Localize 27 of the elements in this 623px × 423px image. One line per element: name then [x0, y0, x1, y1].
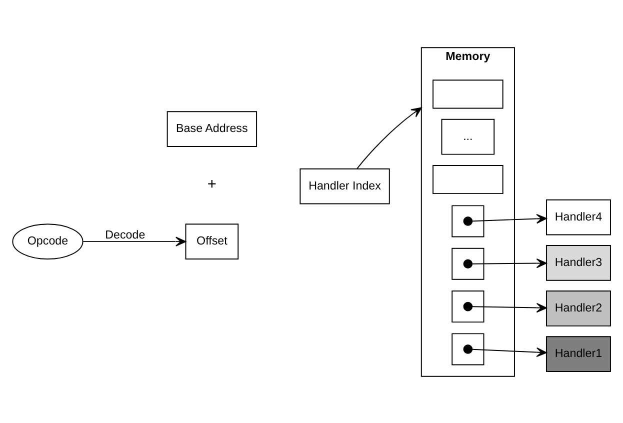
node-box: ...: [441, 118, 495, 154]
cluster: [452, 204, 484, 237]
arrow: [82, 236, 186, 246]
node-circle: [463, 258, 473, 268]
cluster: [452, 290, 484, 322]
arrow: [356, 106, 422, 169]
cluster: [452, 332, 484, 365]
node-box: Handler Index: [300, 168, 390, 204]
node-box: Handler2: [546, 290, 611, 326]
label: +: [207, 176, 216, 193]
node-box: Handler4: [546, 198, 611, 235]
node-circle: [463, 344, 473, 354]
node-circle: [463, 216, 473, 226]
node-ellipse: Opcode: [12, 223, 84, 260]
node-box: Handler1: [546, 336, 611, 372]
node-box: Handler3: [546, 244, 611, 280]
arrow: [472, 346, 547, 357]
arrow: [472, 258, 547, 268]
arrow: [472, 302, 547, 312]
edge-label: Decode: [105, 228, 146, 241]
node-circle: [463, 301, 473, 311]
node-box: Base Address: [166, 110, 258, 147]
node-box: [432, 164, 504, 194]
node-box: Offset: [185, 223, 239, 260]
node-box: [432, 79, 504, 108]
cluster: [452, 247, 484, 280]
arrow: [472, 213, 547, 224]
